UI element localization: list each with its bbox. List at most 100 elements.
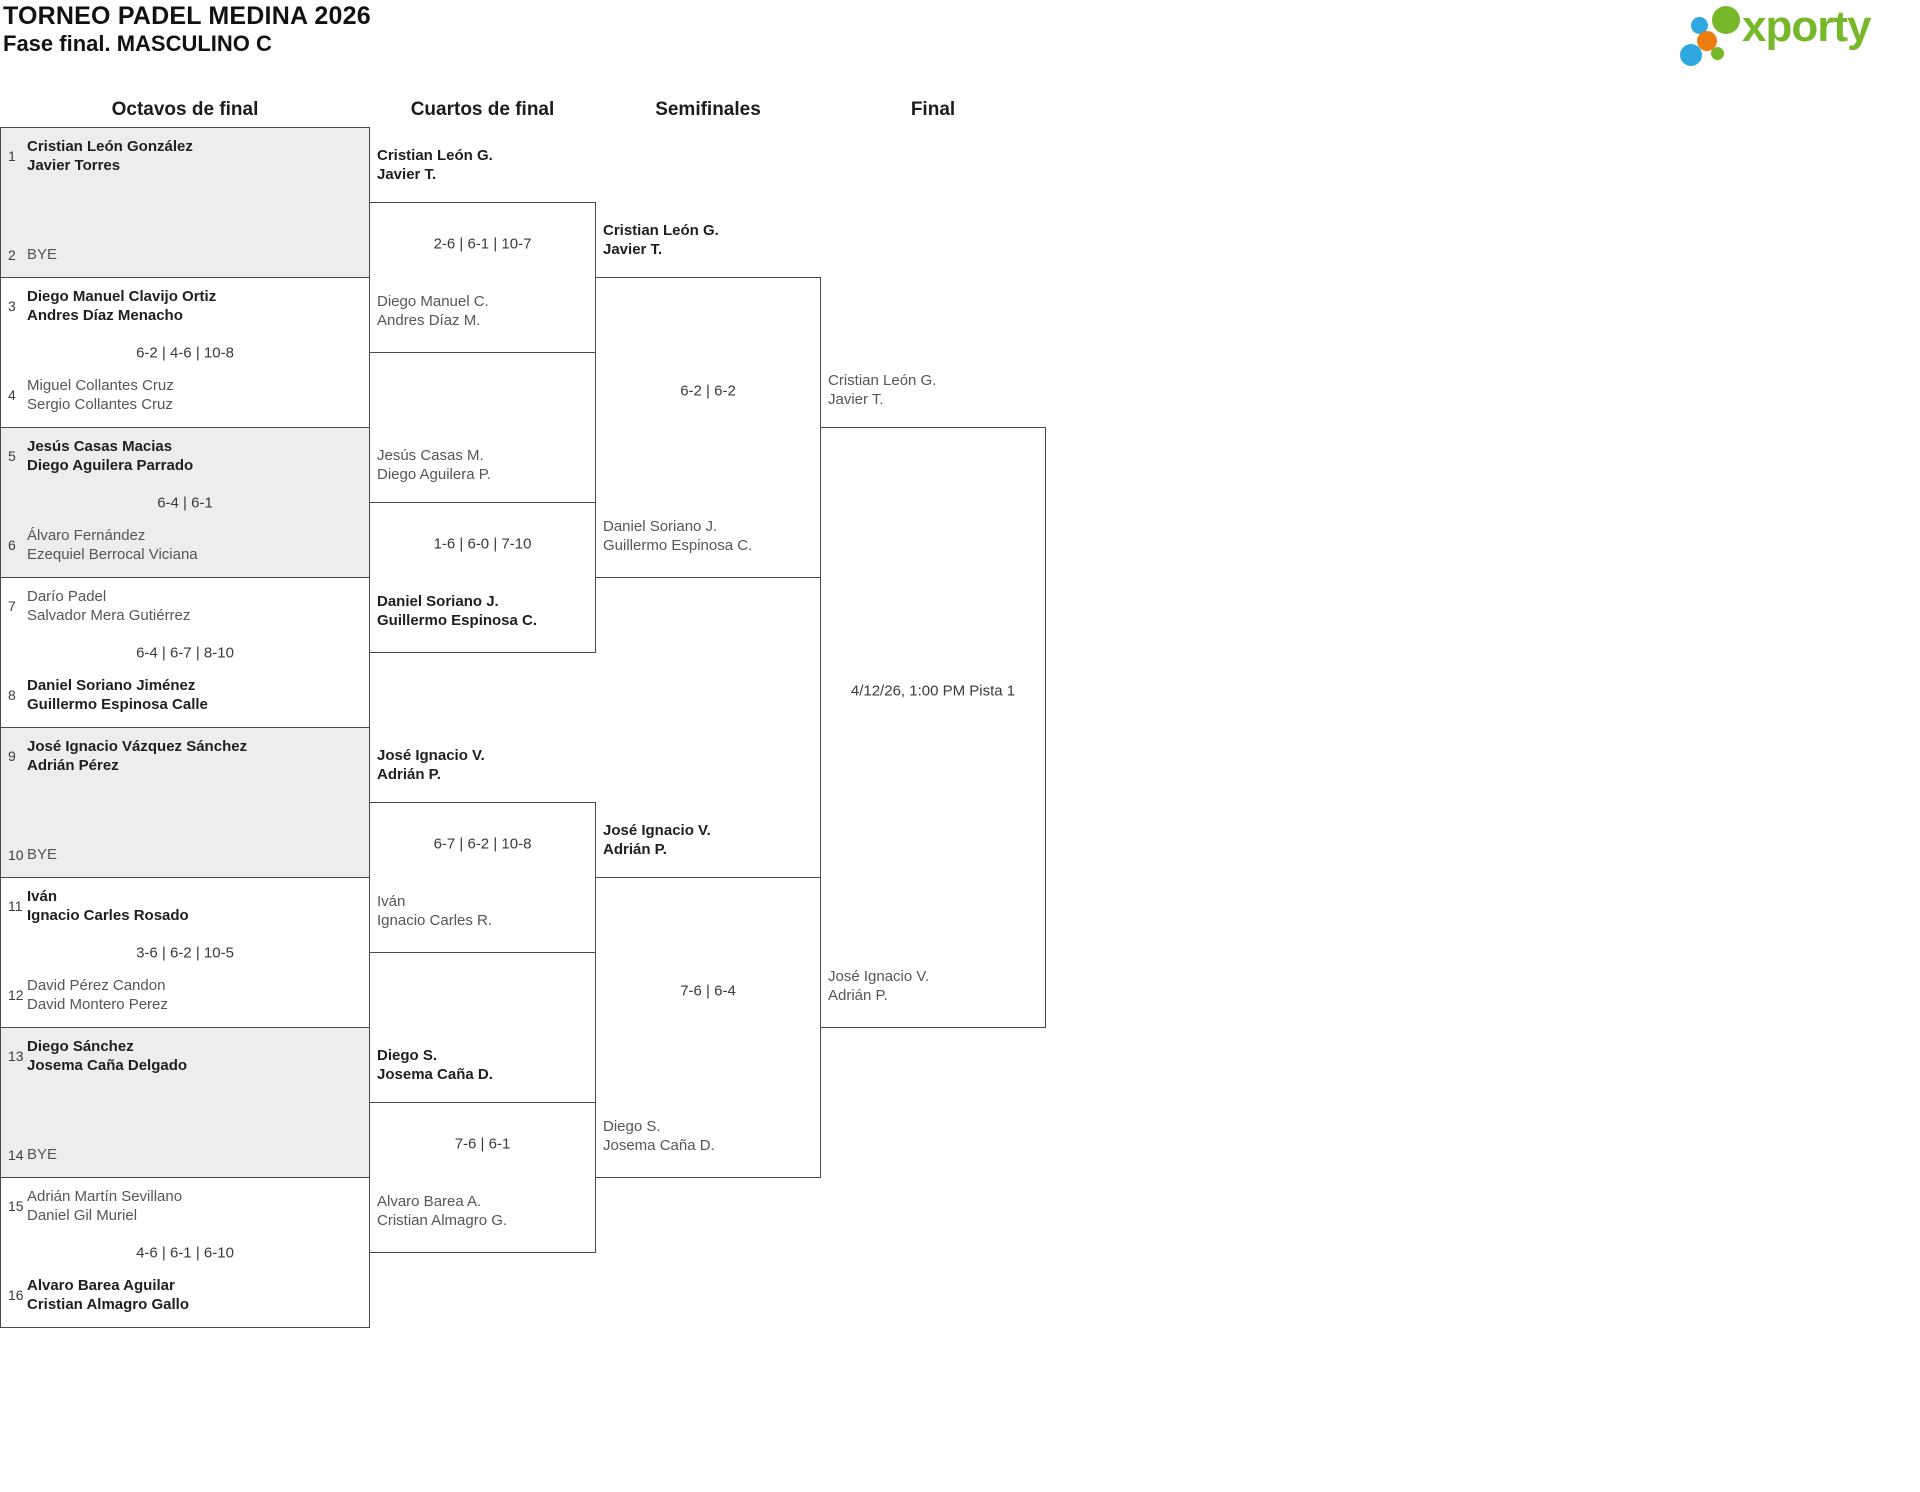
team-name-line: Daniel Gil Muriel (27, 1207, 138, 1224)
team-name-line: Darío Padel (27, 588, 107, 605)
team-name-line: Alvaro Barea A. (377, 1193, 482, 1210)
team-entry: Iván Ignacio Carles R. (377, 892, 492, 930)
team-name-line: Cristian León G. (828, 372, 937, 389)
team-entry: 4 Miguel Collantes Cruz Sergio Collantes… (1, 376, 369, 414)
match-cuartos-4[interactable]: Diego S. Josema Caña D. 7-6 | 6-1 Alvaro… (369, 1047, 596, 1253)
team-entry: Daniel Soriano J. Guillermo Espinosa C. (377, 592, 537, 630)
match-octavos-4[interactable]: 7 Darío Padel Salvador Mera Gutiérrez 6-… (0, 577, 370, 728)
match-octavos-1[interactable]: 1 Cristian León González Javier Torres 2… (0, 127, 370, 278)
team-name-line: Cristian Almagro G. (377, 1212, 508, 1229)
team-name-line: Salvador Mera Gutiérrez (27, 607, 191, 624)
team-name-line: Iván (377, 893, 406, 910)
seed-number: 10 (8, 846, 24, 863)
match-octavos-8[interactable]: 15 Adrián Martín Sevillano Daniel Gil Mu… (0, 1177, 370, 1328)
team-entry: 5 Jesús Casas Macias Diego Aguilera Parr… (1, 437, 369, 475)
team-name-line: Josema Caña D. (603, 1137, 715, 1154)
team-name-line: Diego Aguilera P. (377, 466, 491, 483)
team-entry: Diego S. Josema Caña D. (377, 1046, 493, 1084)
team-entry: José Ignacio V. Adrián P. (377, 746, 485, 784)
match-score: 7-6 | 6-4 (680, 982, 736, 1000)
seed-number: 7 (8, 598, 16, 614)
team-name-line: Cristian León González (27, 138, 193, 155)
team-entry: 8 Daniel Soriano Jiménez Guillermo Espin… (1, 676, 369, 714)
team-name-line: Javier T. (377, 166, 437, 183)
match-score: 1-6 | 6-0 | 7-10 (433, 535, 532, 553)
team-name-line: Álvaro Fernández (27, 527, 146, 544)
team-entry: Alvaro Barea A. Cristian Almagro G. (377, 1192, 507, 1230)
team-name-line: José Ignacio V. (377, 747, 485, 764)
team-entry: José Ignacio V. Adrián P. (828, 967, 929, 1005)
team-name-line: Daniel Soriano Jiménez (27, 677, 196, 694)
team-name-line: Diego S. (377, 1047, 438, 1064)
team-entry: 6 Álvaro Fernández Ezequiel Berrocal Vic… (1, 526, 369, 564)
team-name-line: Iván (27, 888, 58, 905)
team-name-line: Javier T. (603, 241, 663, 258)
team-entry: 9 José Ignacio Vázquez Sánchez Adrián Pé… (1, 737, 369, 775)
team-name-line: Josema Caña Delgado (27, 1057, 188, 1074)
team-entry: 11 Iván Ignacio Carles Rosado (1, 887, 369, 925)
tournament-subtitle: Fase final. MASCULINO C (3, 31, 272, 56)
team-entry: 14 BYE (1, 1145, 369, 1164)
seed-number: 11 (8, 898, 23, 914)
team-name-line: Adrián Martín Sevillano (27, 1188, 183, 1205)
logo-dot-green-large (1712, 6, 1740, 34)
round-header-final: Final (910, 99, 956, 120)
match-octavos-2[interactable]: 3 Diego Manuel Clavijo Ortiz Andres Díaz… (0, 277, 370, 428)
team-name-line: Adrián P. (377, 766, 441, 783)
logo-brand-text: xporty (1742, 2, 1871, 51)
match-cuartos-3[interactable]: José Ignacio V. Adrián P. 6-7 | 6-2 | 10… (369, 747, 596, 953)
team-name-line: Adrián P. (828, 987, 888, 1004)
round-header-octavos: Octavos de final (111, 99, 259, 120)
tournament-title: TORNEO PADEL MEDINA 2026 (3, 2, 371, 30)
match-semifinal-1[interactable]: Cristian León G. Javier T. 6-2 | 6-2 Dan… (595, 222, 821, 578)
team-name-line: Cristian Almagro Gallo (27, 1296, 189, 1313)
match-cuartos-2[interactable]: Jesús Casas M. Diego Aguilera P. 1-6 | 6… (369, 447, 596, 653)
team-name-line: Josema Caña D. (377, 1066, 493, 1083)
team-name-line: Guillermo Espinosa C. (603, 537, 753, 554)
team-entry: 1 Cristian León González Javier Torres (1, 137, 369, 175)
team-name-line: Javier T. (828, 391, 884, 408)
team-name-line: Guillermo Espinosa C. (377, 612, 538, 629)
team-entry: Cristian León G. Javier T. (603, 221, 719, 259)
logo-dot-blue-large (1680, 44, 1702, 66)
match-octavos-7[interactable]: 13 Diego Sánchez Josema Caña Delgado 14 … (0, 1027, 370, 1178)
seed-number: 15 (8, 1198, 24, 1214)
team-name-line: Diego Aguilera Parrado (27, 457, 194, 474)
seed-number: 3 (8, 298, 16, 314)
team-entry: Jesús Casas M. Diego Aguilera P. (377, 446, 491, 484)
team-name-line: Alvaro Barea Aguilar (27, 1277, 175, 1294)
team-name-line: Andres Díaz Menacho (27, 307, 183, 324)
match-cuartos-1[interactable]: Cristian León G. Javier T. 2-6 | 6-1 | 1… (369, 147, 596, 353)
seed-number: 4 (8, 387, 16, 403)
match-octavos-3[interactable]: 5 Jesús Casas Macias Diego Aguilera Parr… (0, 427, 370, 578)
team-name-line: Daniel Soriano J. (603, 518, 718, 535)
match-semifinal-2[interactable]: José Ignacio V. Adrián P. 7-6 | 6-4 Dieg… (595, 822, 821, 1178)
match-final[interactable]: Cristian León G. Javier T. 4/12/26, 1:00… (820, 372, 1046, 1028)
seed-number: 2 (8, 246, 16, 263)
team-name-line: José Ignacio V. (603, 822, 711, 839)
match-octavos-6[interactable]: 11 Iván Ignacio Carles Rosado 3-6 | 6-2 … (0, 877, 370, 1028)
team-name-line: Adrián P. (603, 841, 667, 858)
team-entry: 15 Adrián Martín Sevillano Daniel Gil Mu… (1, 1187, 369, 1225)
team-name-line: Ignacio Carles R. (377, 912, 493, 929)
match-score: 6-2 | 4-6 | 10-8 (136, 344, 234, 361)
team-name-line: Adrián Pérez (27, 757, 119, 774)
team-name-line: Diego S. (603, 1118, 661, 1135)
team-entry: Diego Manuel C. Andres Díaz M. (377, 292, 489, 330)
team-name-line: Jesús Casas M. (377, 447, 484, 464)
match-score: 6-4 | 6-7 | 8-10 (136, 644, 234, 661)
team-entry: 2 BYE (1, 245, 369, 264)
team-entry: 3 Diego Manuel Clavijo Ortiz Andres Díaz… (1, 287, 369, 325)
match-octavos-5[interactable]: 9 José Ignacio Vázquez Sánchez Adrián Pé… (0, 727, 370, 878)
team-name-line: Diego Manuel C. (377, 293, 489, 310)
seed-number: 5 (8, 448, 16, 464)
logo-dot-green-small (1711, 47, 1724, 60)
team-entry: 12 David Pérez Candon David Montero Pere… (1, 976, 369, 1014)
seed-number: 12 (8, 987, 24, 1003)
match-score: 2-6 | 6-1 | 10-7 (433, 235, 532, 253)
team-entry: José Ignacio V. Adrián P. (603, 821, 711, 859)
xporty-logo[interactable]: xporty (1675, 0, 1900, 72)
match-score: 6-2 | 6-2 (680, 382, 736, 400)
team-name-line: Sergio Collantes Cruz (27, 396, 173, 413)
team-name-line: Ignacio Carles Rosado (27, 907, 189, 924)
